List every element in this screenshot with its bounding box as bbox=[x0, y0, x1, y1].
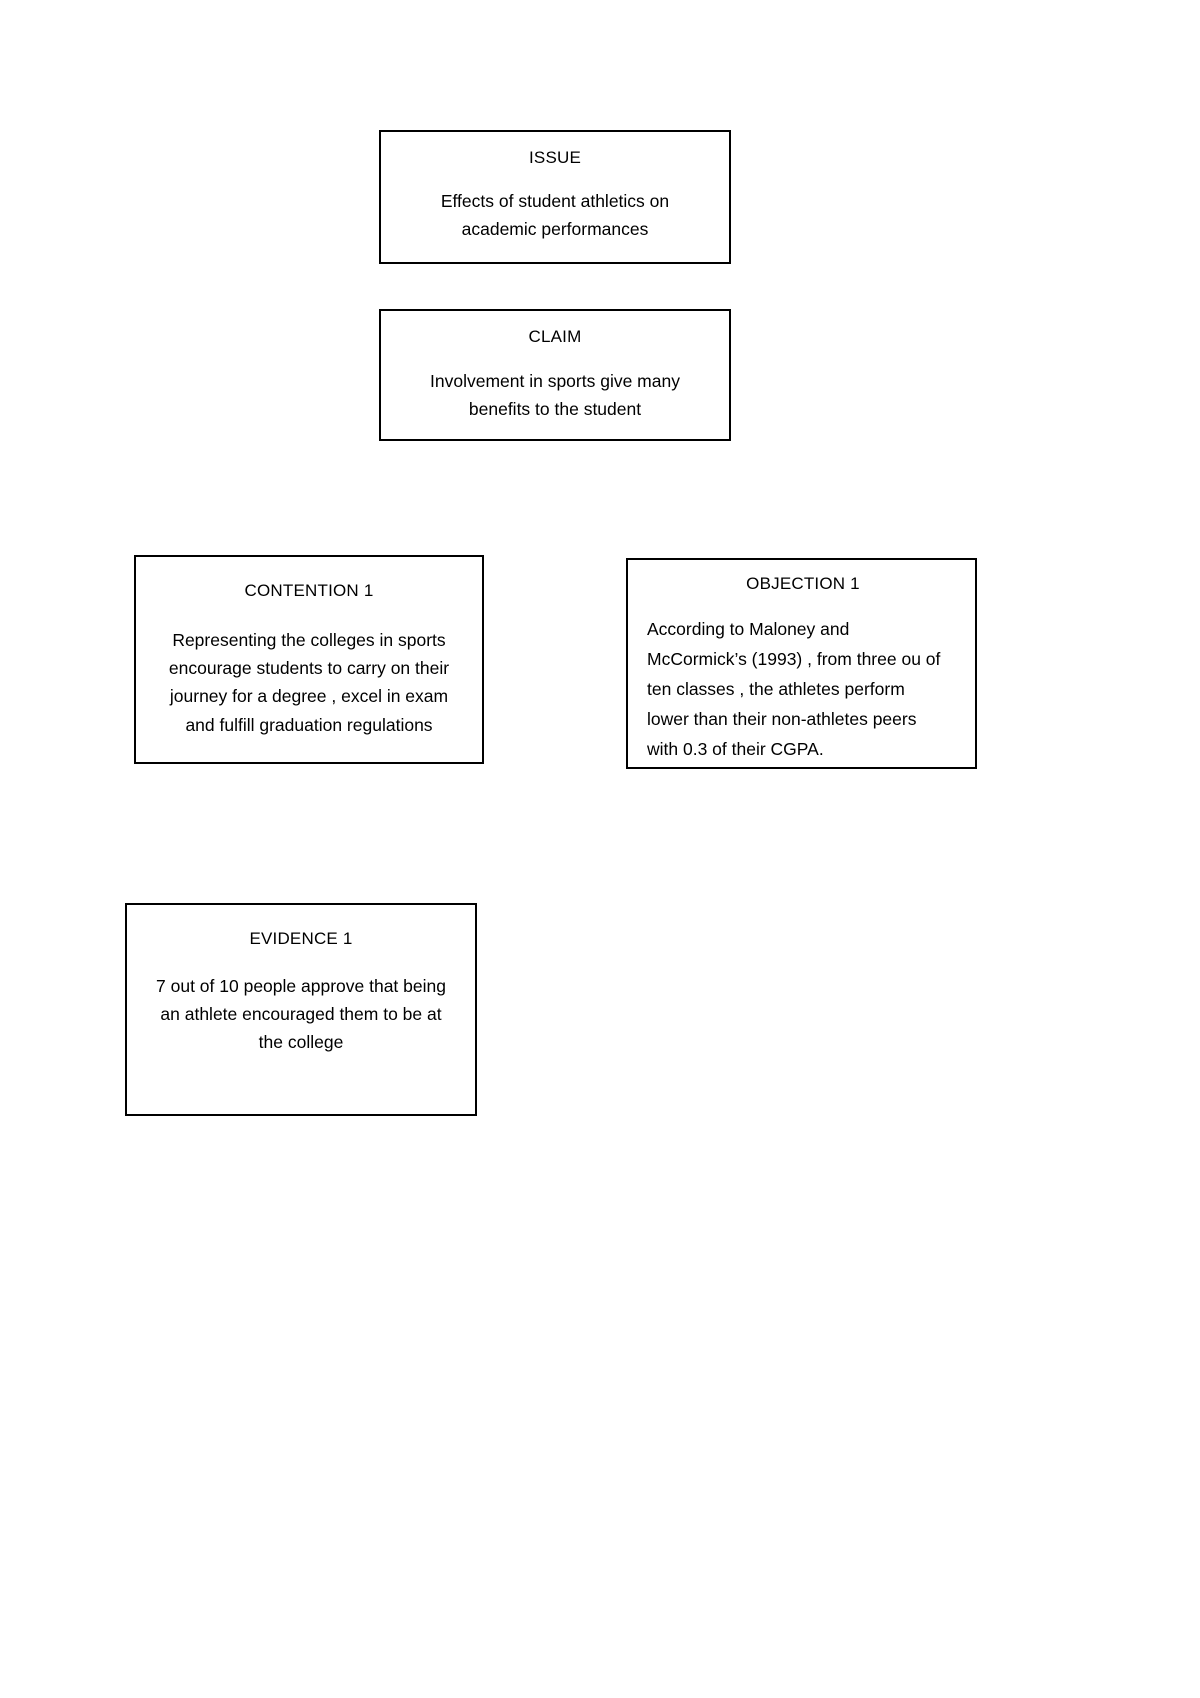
objection-1-node-title: OBJECTION 1 bbox=[746, 574, 860, 593]
evidence-1-node-body: 7 out of 10 people approve that being an… bbox=[156, 975, 446, 1053]
contention-1-node-body: Representing the colleges in sports enco… bbox=[168, 629, 450, 735]
issue-node-title: ISSUE bbox=[528, 148, 582, 167]
claim-node-body: Involvement in sports give many benefits… bbox=[430, 370, 680, 419]
contention-1-node[interactable]: CONTENTION 1 Representing the colleges i… bbox=[134, 555, 484, 764]
claim-node-title: CLAIM bbox=[528, 327, 582, 346]
objection-1-node-body: According to Maloney and McCormick’s (19… bbox=[647, 618, 941, 760]
contention-1-node-title: CONTENTION 1 bbox=[244, 581, 374, 600]
evidence-1-node[interactable]: EVIDENCE 1 7 out of 10 people approve th… bbox=[125, 903, 477, 1116]
issue-node[interactable]: ISSUE Effects of student athletics on ac… bbox=[379, 130, 731, 264]
evidence-1-node-title: EVIDENCE 1 bbox=[249, 929, 353, 948]
objection-1-node[interactable]: OBJECTION 1 According to Maloney and McC… bbox=[626, 558, 977, 769]
claim-node[interactable]: CLAIM Involvement in sports give many be… bbox=[379, 309, 731, 441]
issue-node-body: Effects of student athletics on academic… bbox=[440, 190, 670, 239]
